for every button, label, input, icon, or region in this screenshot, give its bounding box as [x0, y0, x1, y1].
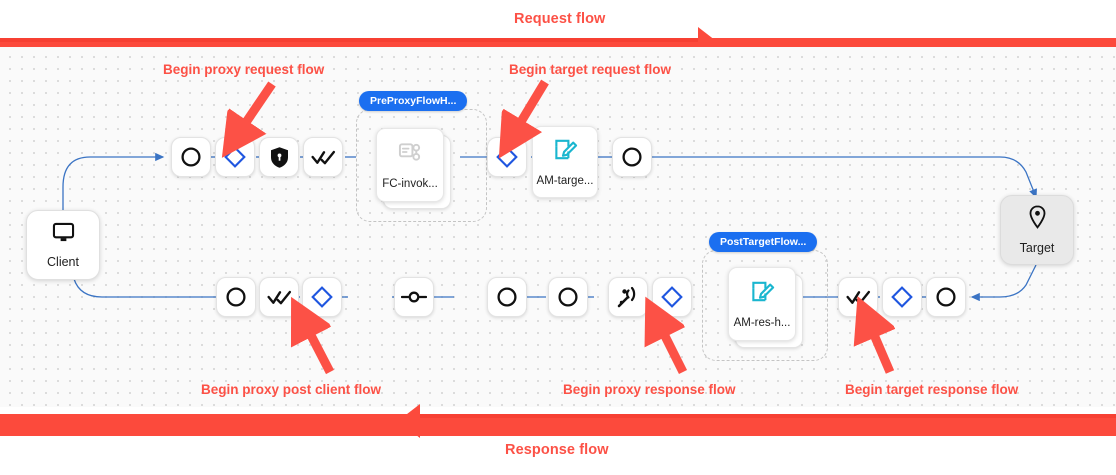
flow-callout-icon — [398, 140, 423, 170]
antenna-icon — [617, 286, 636, 308]
response-flow-arrowhead — [398, 404, 420, 438]
node-target-response-end[interactable] — [926, 277, 966, 317]
node-proxy-response-start[interactable] — [487, 277, 527, 317]
double-check-icon — [845, 290, 870, 304]
request-banner-shade — [0, 38, 700, 42]
flow-link-icon — [401, 291, 427, 303]
monitor-icon — [52, 222, 75, 248]
diamond-icon — [496, 146, 518, 168]
client-label: Client — [47, 254, 79, 269]
node-post-client-check[interactable] — [259, 277, 299, 317]
response-flow-label: Response flow — [505, 442, 609, 458]
double-check-icon — [310, 150, 335, 164]
diamond-icon — [311, 286, 333, 308]
response-banner-shade — [420, 414, 1116, 418]
badge-pre-proxy-flow-hook[interactable]: PreProxyFlowH... — [359, 91, 468, 111]
assign-message-icon — [553, 137, 578, 167]
shield-lock-icon — [270, 146, 288, 168]
request-flow-label: Request flow — [514, 11, 606, 27]
client-endpoint[interactable]: Client — [26, 210, 100, 280]
card-front-layer[interactable]: AM-targe... — [532, 126, 598, 198]
node-target-response-flow-hook[interactable] — [882, 277, 922, 317]
annotation-begin-target-response-flow: Begin target response flow — [845, 382, 1019, 397]
node-target-endpoint-start[interactable] — [612, 137, 652, 177]
circle-icon — [497, 287, 517, 307]
node-post-client-flow-callout[interactable] — [394, 277, 434, 317]
annotation-begin-target-request-flow: Begin target request flow — [509, 62, 672, 77]
node-target-request-flow-hook[interactable] — [487, 137, 527, 177]
diamond-icon — [661, 286, 683, 308]
response-flow-banner — [0, 414, 1116, 436]
card-label-am-response: AM-res-h... — [733, 317, 791, 329]
flow-canvas[interactable]: Client Target PreProxyFlowH... — [0, 47, 1116, 407]
badge-post-target-flow[interactable]: PostTargetFlow... — [709, 232, 818, 252]
node-target-response-check[interactable] — [838, 277, 878, 317]
annotation-begin-proxy-response-flow: Begin proxy response flow — [563, 382, 736, 397]
annotation-begin-proxy-post-client-flow: Begin proxy post client flow — [201, 382, 382, 397]
node-security-policy[interactable] — [259, 137, 299, 177]
double-check-icon — [266, 290, 291, 304]
node-proxy-endpoint-start[interactable] — [171, 137, 211, 177]
node-proxy-request-flow-hook[interactable] — [215, 137, 255, 177]
diamond-icon — [891, 286, 913, 308]
node-proxy-post-client-flow-hook[interactable] — [302, 277, 342, 317]
target-label: Target — [1019, 241, 1055, 255]
location-pin-icon — [1028, 205, 1047, 234]
circle-icon — [181, 147, 201, 167]
node-quota-check[interactable] — [303, 137, 343, 177]
connector-wires — [62, 152, 1037, 302]
card-label-am-target: AM-targe... — [536, 175, 594, 187]
assign-message-icon — [750, 279, 775, 309]
card-front-layer[interactable]: FC-invok... — [376, 128, 444, 202]
circle-icon — [622, 147, 642, 167]
card-front-layer[interactable]: AM-res-h... — [728, 267, 796, 341]
circle-icon — [558, 287, 578, 307]
circle-icon — [226, 287, 246, 307]
card-label-fc-invoke: FC-invok... — [382, 178, 438, 190]
node-proxy-response-node[interactable] — [548, 277, 588, 317]
node-message-logging[interactable] — [608, 277, 648, 317]
circle-icon — [936, 287, 956, 307]
diamond-icon — [224, 146, 246, 168]
target-endpoint[interactable]: Target — [1000, 195, 1074, 265]
node-proxy-response-end[interactable] — [216, 277, 256, 317]
node-proxy-response-flow-hook[interactable] — [652, 277, 692, 317]
annotation-begin-proxy-request-flow: Begin proxy request flow — [163, 62, 325, 77]
